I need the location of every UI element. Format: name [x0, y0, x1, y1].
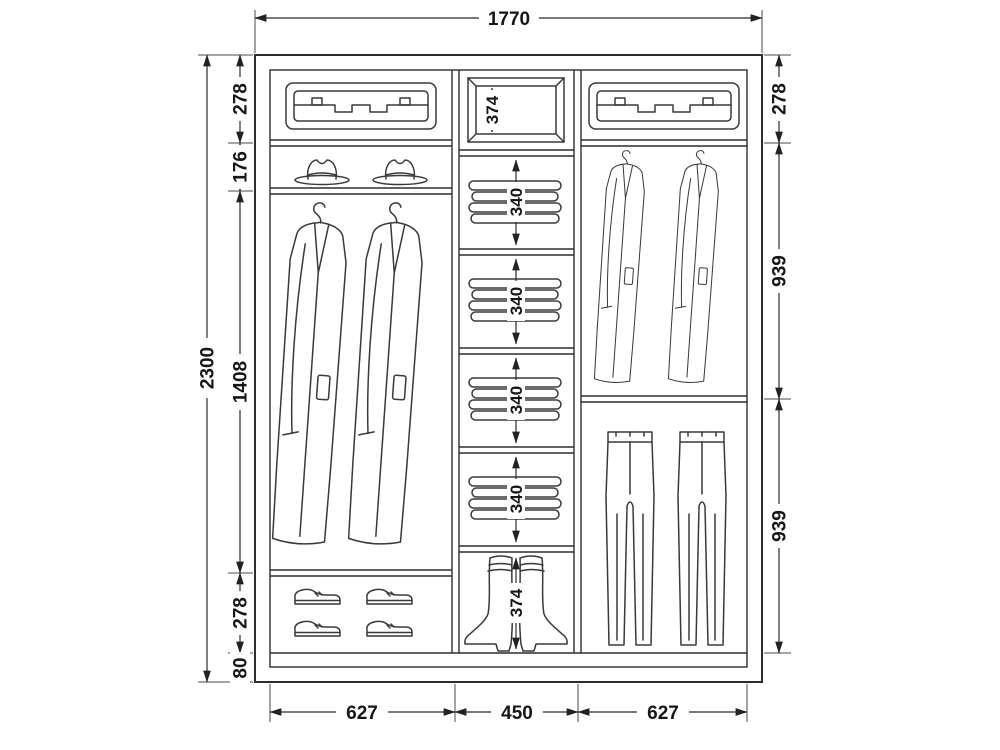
suitcase-icon: [588, 82, 740, 130]
dim-label-shelf-3: 340: [507, 386, 526, 414]
dimension-middle-boots: 374: [507, 557, 526, 650]
trousers-icon: [605, 431, 655, 646]
boot-icon: [518, 555, 568, 652]
dimension-bottom-chain: 627 450 627: [269, 684, 748, 724]
dimension-middle-shelf-4: 340: [507, 456, 526, 543]
dim-label-boots-height: 374: [507, 588, 526, 617]
storage-box-icon: [467, 77, 565, 143]
boot-icon: [464, 555, 514, 652]
hanging-coat-icon: [666, 148, 722, 385]
dim-label-right-suitcase: 278: [770, 83, 791, 115]
dimension-middle-shelf-2: 340: [507, 258, 526, 345]
dim-label-bottom-right: 627: [647, 703, 679, 724]
hanging-coat-icon: [269, 200, 351, 547]
dim-label-left-hats: 176: [231, 151, 252, 183]
dim-label-shelf-1: 340: [507, 188, 526, 216]
dimension-left-chain: 278 176 1408 278 80: [228, 54, 253, 684]
dim-label-top-width: 1770: [488, 9, 530, 30]
dim-label-bottom-left: 627: [346, 703, 378, 724]
dim-label-shelf-4: 340: [507, 485, 526, 513]
wardrobe-frame: [254, 54, 763, 683]
fedora-hat-icon: [294, 159, 350, 186]
fedora-hat-icon: [372, 159, 428, 186]
shoe-icon: [294, 620, 341, 637]
dim-label-left-plinth: 80: [231, 657, 252, 678]
dim-label-left-suitcase: 278: [231, 83, 252, 115]
dimension-middle-shelf-3: 340: [507, 357, 526, 444]
dimension-middle-box: 374: [483, 87, 502, 133]
dim-label-overall-height: 2300: [198, 347, 219, 389]
dim-label-left-coats: 1408: [231, 361, 252, 403]
shoe-icon: [294, 588, 341, 605]
shoe-icon: [366, 620, 413, 637]
dimension-right-chain: 278 939 939: [764, 54, 791, 654]
dim-label-right-trousers: 939: [770, 510, 791, 542]
wardrobe-contents: [269, 77, 740, 652]
dim-label-right-coats: 939: [770, 255, 791, 287]
hanging-coat-icon: [345, 200, 427, 547]
hanging-coat-icon: [592, 148, 648, 385]
dimension-annotations: 1770 2300 278: [197, 8, 791, 724]
dim-label-left-shoes: 278: [231, 597, 252, 629]
suitcase-icon: [285, 82, 437, 130]
trousers-icon: [677, 431, 727, 646]
dim-label-shelf-2: 340: [507, 287, 526, 315]
dimension-top-width: 1770: [254, 8, 763, 53]
dimension-middle-shelf-1: 340: [507, 159, 526, 246]
shoe-icon: [366, 588, 413, 605]
dim-label-box-height: 374: [483, 95, 502, 124]
dim-label-bottom-middle: 450: [501, 703, 533, 724]
